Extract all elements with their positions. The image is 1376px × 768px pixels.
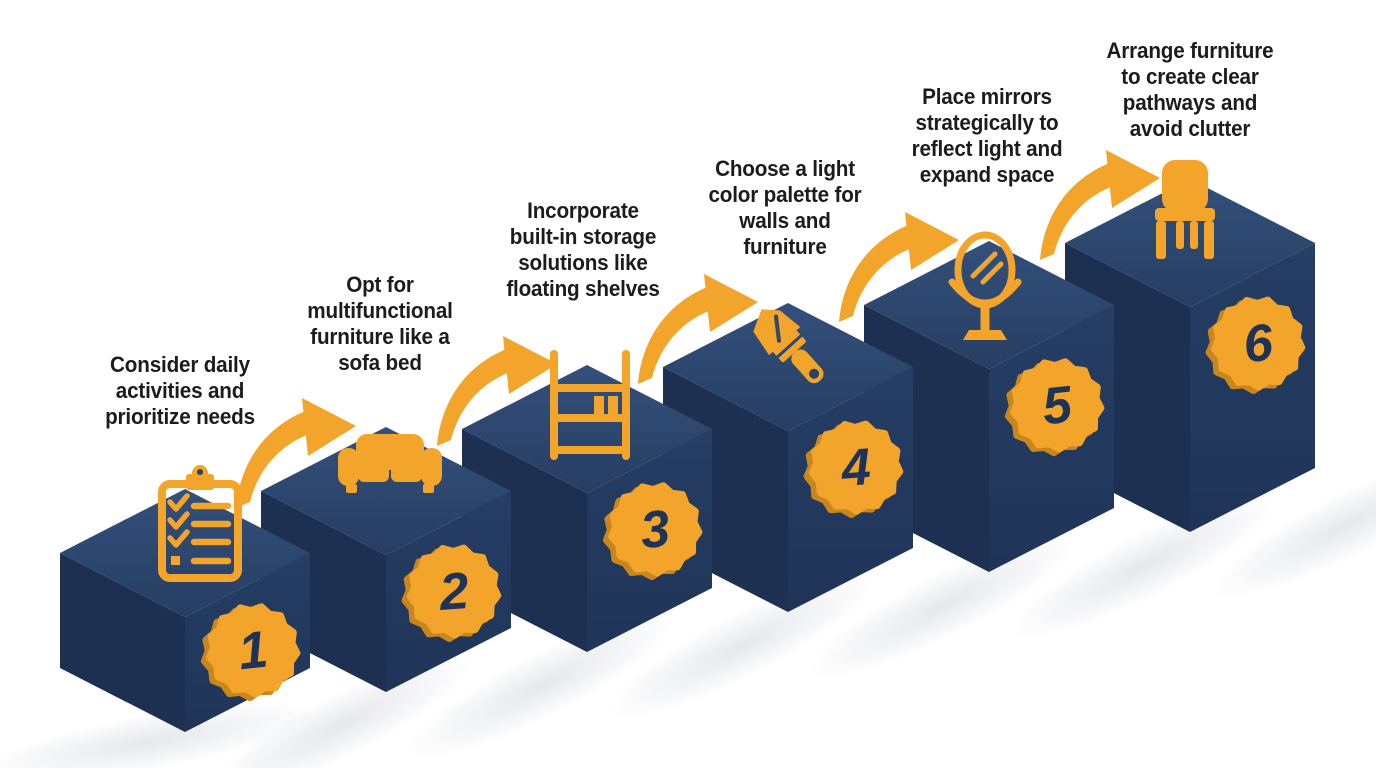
step-badge-4: 4: [803, 420, 904, 518]
shadow-right-of-step-4: [808, 532, 1078, 680]
shadow-right-of-step-1: [205, 652, 475, 768]
step-label-6: Arrange furniture to create clear pathwa…: [1106, 38, 1274, 141]
chair-icon: [1155, 160, 1215, 259]
shadow-right-of-step-3: [607, 572, 877, 720]
shadow-right-of-step-6: [1210, 452, 1376, 600]
step-badge-2: 2: [401, 544, 502, 642]
step-number-4: 4: [839, 438, 873, 498]
step-box-6: 6: [1065, 160, 1315, 532]
badge6-seal: [1210, 296, 1306, 391]
shadow-right-of-step-2: [406, 612, 676, 760]
sofa-icon: [338, 434, 442, 493]
clipboard-checklist-icon: [158, 465, 242, 582]
box4-top-face: [663, 303, 913, 431]
shadow-under-step-1: [0, 701, 318, 768]
step-badge-6: 6: [1205, 296, 1306, 394]
step-badge-5: 5: [1004, 358, 1105, 457]
step-box-1: 1: [60, 465, 310, 732]
step-label-1: Consider daily activities and prioritize…: [105, 352, 255, 429]
step-number-2: 2: [437, 562, 471, 622]
step-label-2: Opt for multifunctional furniture like a…: [307, 272, 453, 375]
step-badge-3: 3: [602, 482, 703, 581]
badge2-seal: [406, 544, 502, 639]
step-box-2: 2: [261, 427, 511, 692]
shelf-icon: [550, 350, 630, 460]
badge3-seal: [608, 482, 703, 577]
badge4-seal: [808, 420, 904, 515]
floor-shadows: [0, 452, 1376, 768]
paintbrush-icon: [753, 309, 824, 384]
step-badge-1: 1: [200, 603, 301, 702]
step-number-1: 1: [236, 621, 271, 682]
badge5-seal: [1010, 358, 1105, 453]
box1-left-face: [60, 553, 185, 732]
step-label-3: Incorporate built-in storage solutions l…: [506, 198, 660, 301]
box2-top-face: [261, 427, 511, 555]
shadow-right-of-step-5: [1009, 492, 1279, 640]
box3-top-face: [462, 365, 712, 493]
step-box-4: 4: [663, 303, 913, 612]
step-label-5: Place mirrors strategically to reflect l…: [911, 84, 1063, 187]
mirror-icon: [948, 231, 1022, 340]
step-number-3: 3: [638, 500, 673, 561]
box1-top-face: [60, 489, 310, 617]
step-label-4: Choose a light color palette for walls a…: [708, 156, 862, 259]
badge1-seal: [206, 603, 301, 698]
